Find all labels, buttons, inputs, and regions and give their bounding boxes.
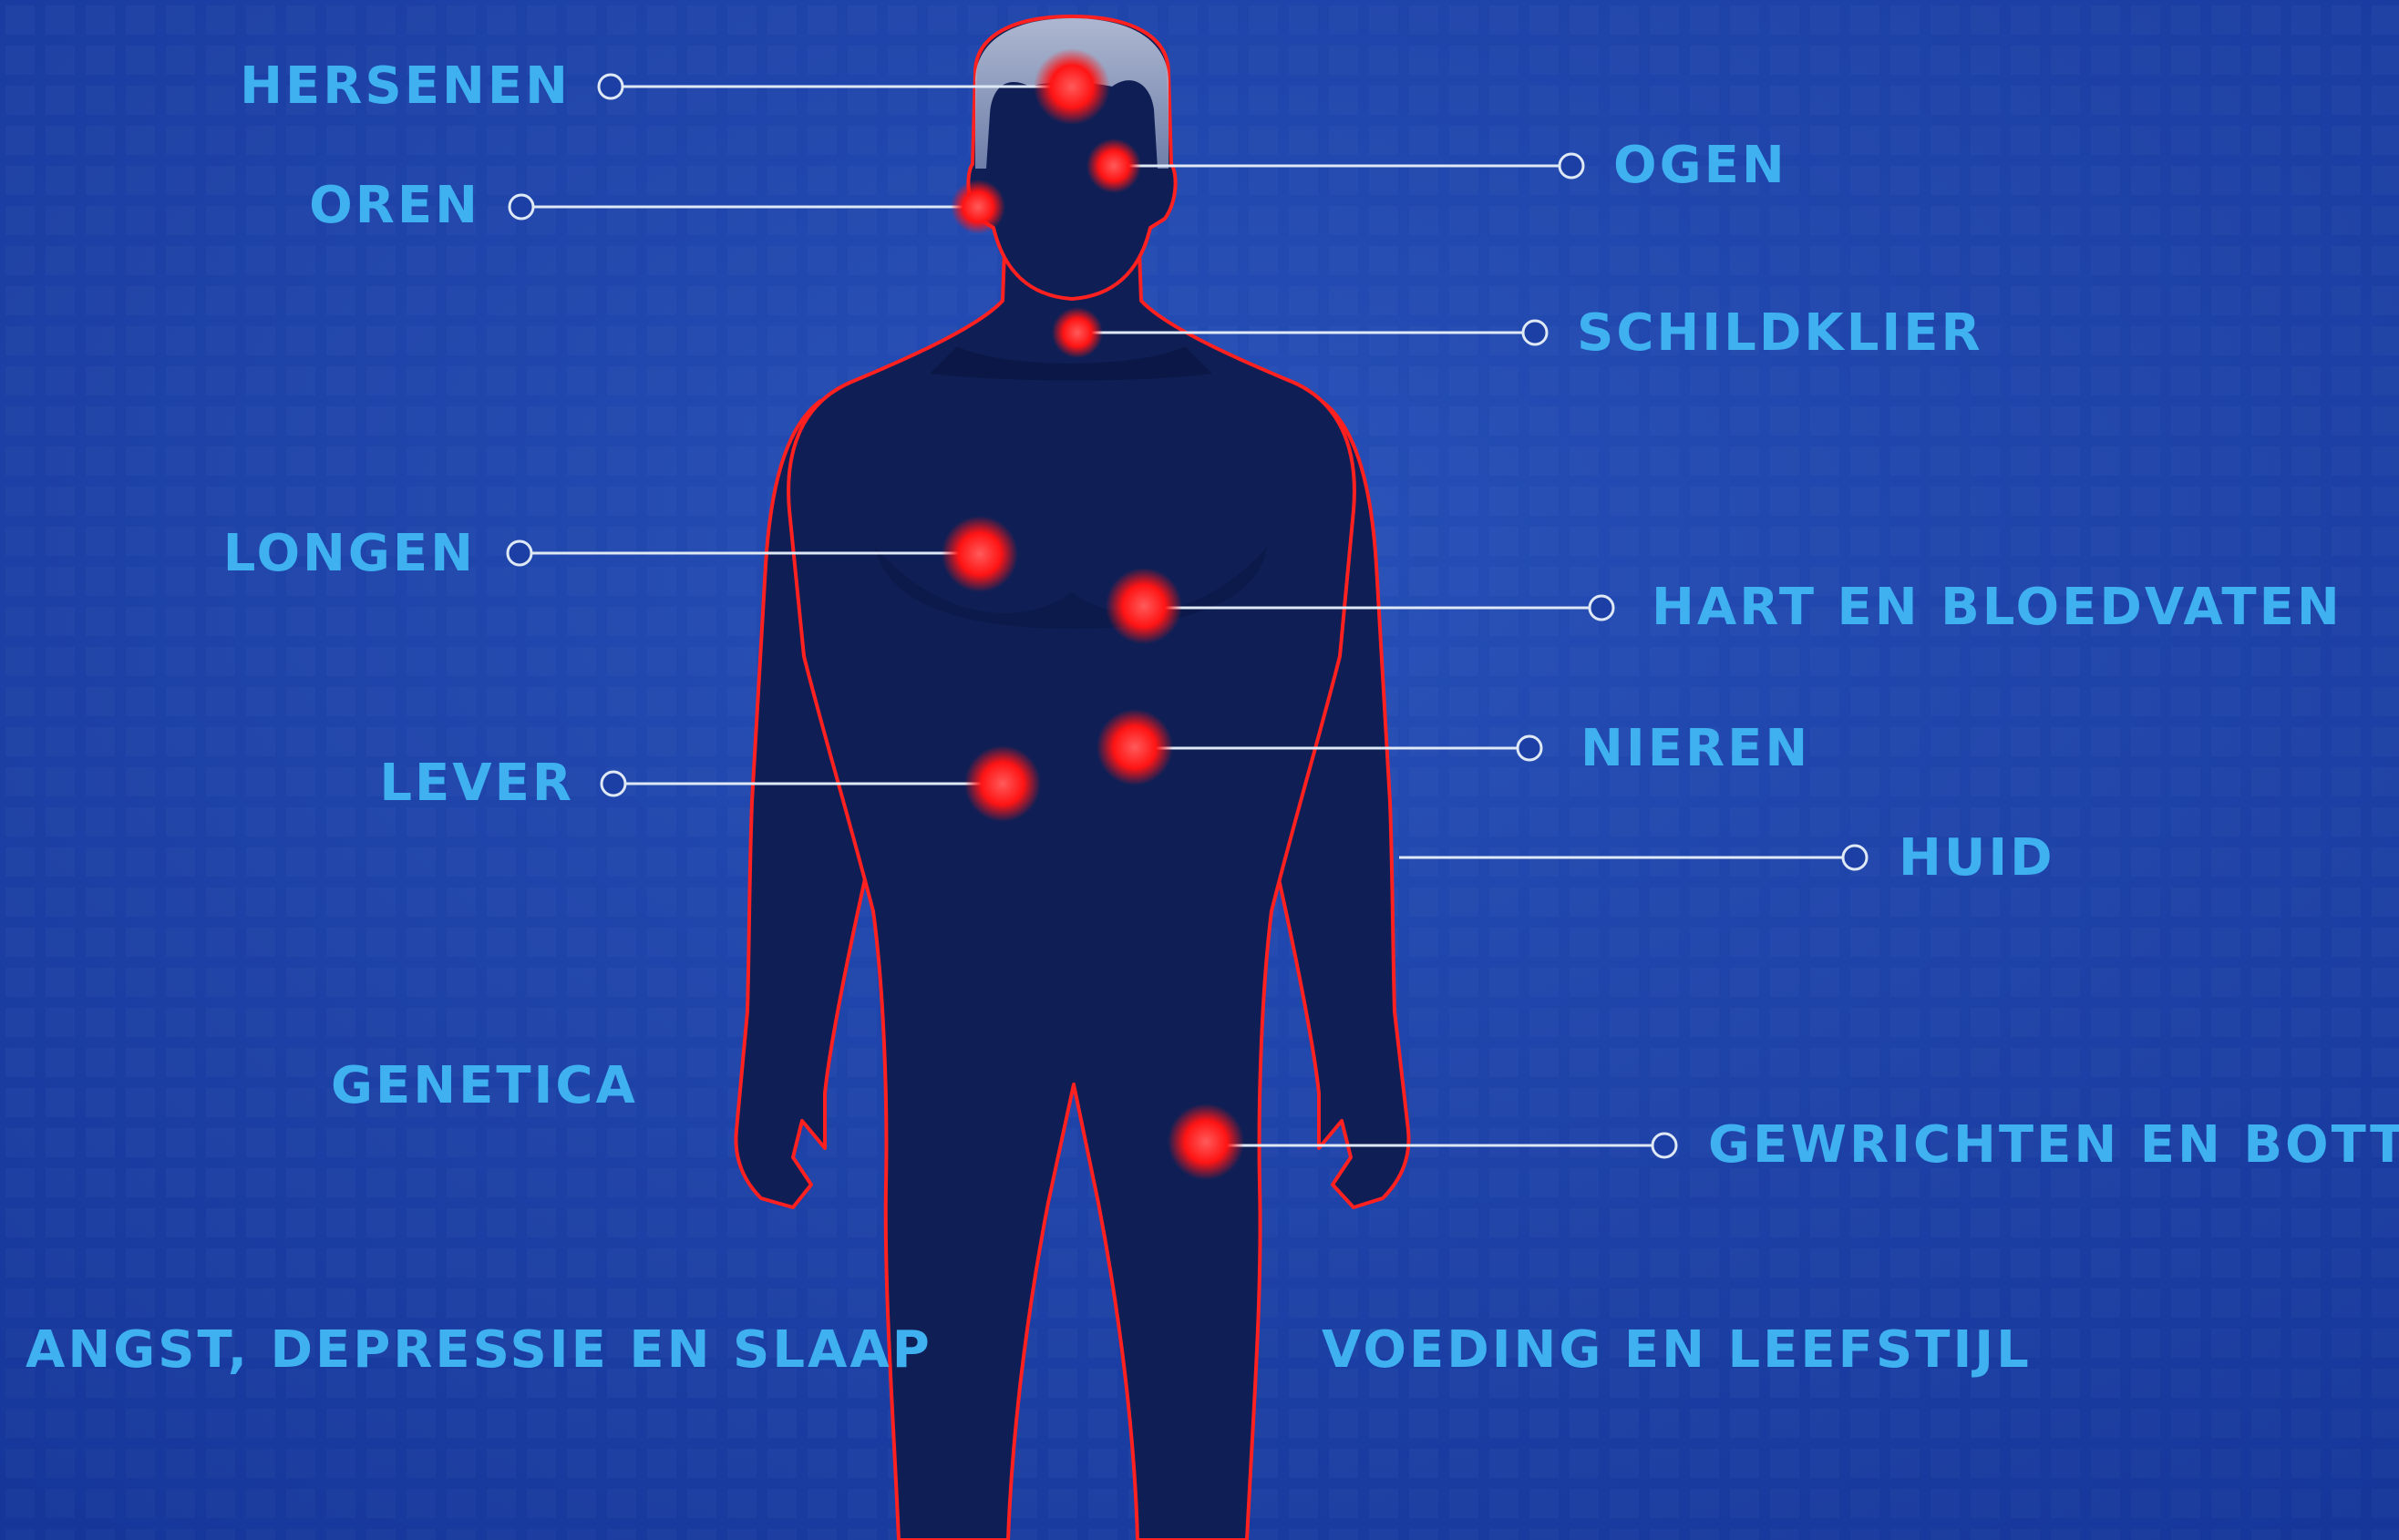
label-lever: LEVER: [379, 754, 574, 813]
end-circle-gewrichten: [1653, 1134, 1676, 1157]
label-hersenen: HERSENEN: [240, 56, 571, 116]
label-huid: HUID: [1899, 828, 2055, 888]
end-circle-schildklier: [1523, 321, 1547, 344]
end-circle-lever: [602, 772, 625, 796]
end-circle-hersenen: [599, 75, 623, 98]
label-nieren: NIEREN: [1580, 719, 1810, 778]
label-schildklier: SCHILDKLIER: [1577, 303, 1983, 363]
dot-hart: [1106, 568, 1182, 644]
dot-longen: [942, 516, 1018, 592]
label-voeding: VOEDING EN LEEFSTIJL: [1322, 1320, 2032, 1380]
dot-gewrichten: [1168, 1104, 1244, 1180]
end-circle-nieren: [1518, 736, 1541, 760]
end-circle-huid: [1843, 846, 1867, 869]
label-ogen: OGEN: [1613, 136, 1787, 195]
dot-oren: [951, 180, 1005, 234]
label-gewrichten: GEWRICHTEN EN BOTTEN: [1708, 1115, 2399, 1175]
dot-lever: [964, 745, 1041, 822]
label-angst: ANGST, DEPRESSIE EN SLAAP: [26, 1320, 932, 1380]
dot-schildklier: [1052, 307, 1103, 358]
label-longen: LONGEN: [223, 524, 476, 583]
label-oren: OREN: [309, 176, 480, 235]
dot-ogen: [1086, 139, 1141, 193]
label-genetica: GENETICA: [331, 1056, 638, 1115]
end-circle-oren: [510, 195, 533, 219]
dot-nieren: [1097, 709, 1173, 785]
end-circle-ogen: [1560, 154, 1583, 178]
end-circle-hart: [1590, 596, 1613, 620]
label-hart: HART EN BLOEDVATEN: [1652, 578, 2342, 637]
end-circle-longen: [508, 541, 531, 565]
dot-hersenen: [1034, 48, 1110, 125]
